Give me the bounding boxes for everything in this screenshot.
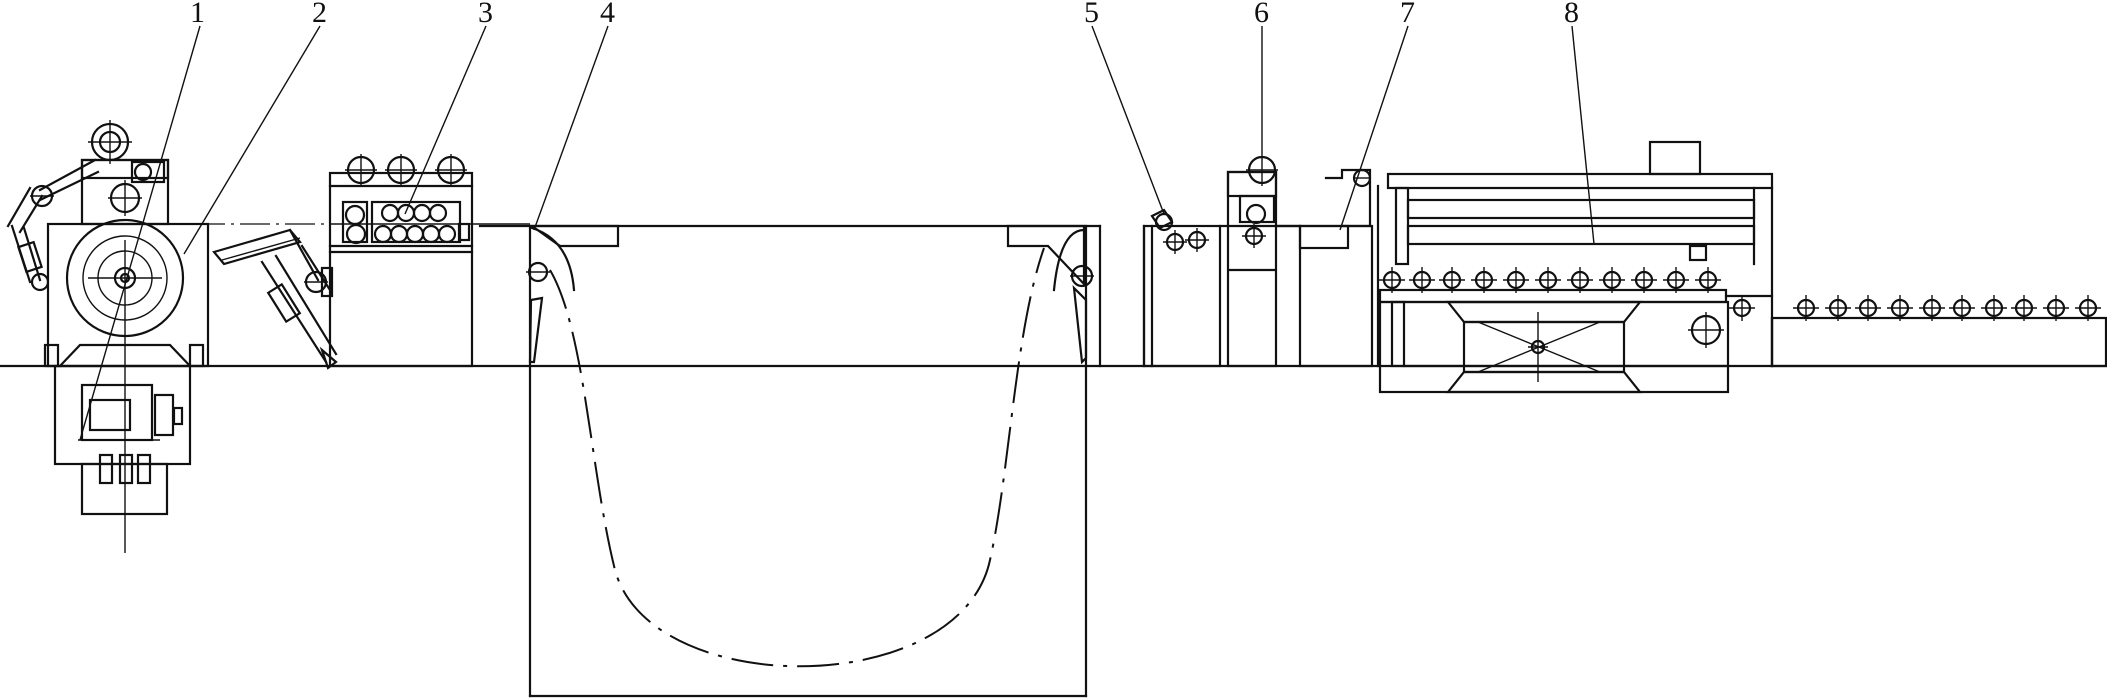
uncoiler xyxy=(6,120,210,553)
callout-labels: 1 2 3 4 5 6 7 8 xyxy=(190,0,1579,29)
runout-rollers xyxy=(1729,295,2101,321)
callout-3: 3 xyxy=(478,0,493,29)
roller-icon xyxy=(1663,267,1689,293)
pinch-roll-stand xyxy=(1218,154,1302,368)
threading-table xyxy=(212,228,338,370)
callout-4: 4 xyxy=(600,0,615,29)
roller-icon xyxy=(1729,295,1755,321)
roller-icon xyxy=(1535,267,1561,293)
looping-pit xyxy=(478,224,1102,698)
stacker-conveyor xyxy=(1378,140,2107,394)
leader-lines xyxy=(79,25,1595,441)
roller-icon xyxy=(1855,295,1881,321)
roller-icon xyxy=(1949,295,1975,321)
callout-8: 8 xyxy=(1564,0,1579,29)
roller-icon xyxy=(1567,267,1593,293)
roller-icon xyxy=(1409,267,1435,293)
side-guide-unit xyxy=(1142,208,1222,368)
coil-car xyxy=(53,364,192,516)
roller-icon xyxy=(1503,267,1529,293)
roller-icon xyxy=(1919,295,1945,321)
roller-icon xyxy=(1793,295,1819,321)
roller-icon xyxy=(2075,295,2101,321)
straightener xyxy=(328,154,530,368)
callout-7: 7 xyxy=(1400,0,1415,29)
shear-unit xyxy=(1298,168,1380,368)
roller-icon xyxy=(2011,295,2037,321)
roller-icon xyxy=(1825,295,1851,321)
roller-icon xyxy=(1695,267,1721,293)
roller-icon xyxy=(1379,267,1405,293)
callout-1: 1 xyxy=(190,0,205,29)
roller-icon xyxy=(1439,267,1465,293)
roller-icon xyxy=(1599,267,1625,293)
stacker-rollers xyxy=(1379,267,1721,293)
roller-icon xyxy=(2043,295,2069,321)
callout-6: 6 xyxy=(1254,0,1269,29)
roller-icon xyxy=(1631,267,1657,293)
roller-icon xyxy=(1981,295,2007,321)
callout-2: 2 xyxy=(312,0,327,29)
callout-5: 5 xyxy=(1084,0,1099,29)
roller-icon xyxy=(1471,267,1497,293)
roller-icon xyxy=(1887,295,1913,321)
